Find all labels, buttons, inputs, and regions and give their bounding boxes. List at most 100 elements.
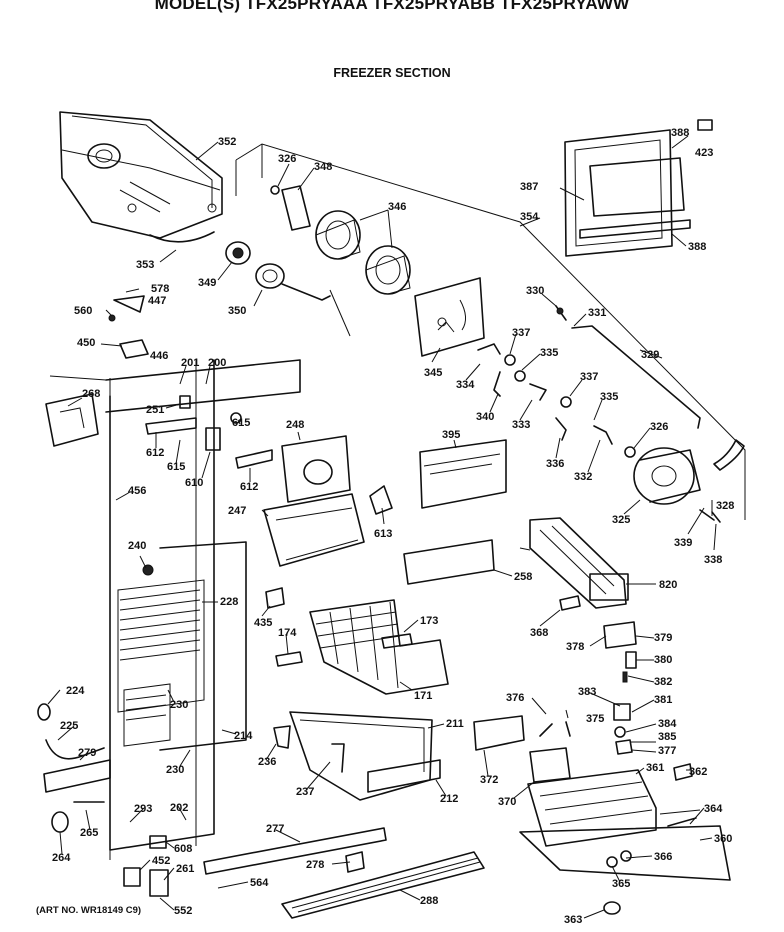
- ice-maker-part: [519, 517, 629, 609]
- electronic-board-part: [419, 439, 507, 509]
- callout-335: 335: [540, 347, 558, 359]
- small-bracket-parts: [113, 295, 149, 359]
- callout-608: 608: [174, 843, 192, 855]
- callout-277: 277: [266, 823, 284, 835]
- callout-348: 348: [314, 161, 332, 173]
- callout-340: 340: [476, 411, 494, 423]
- wire-basket-part: [309, 599, 449, 695]
- callout-395: 395: [442, 429, 460, 441]
- callout-423: 423: [695, 147, 713, 159]
- freezer-boundary-line: [235, 143, 746, 520]
- callout-212: 212: [440, 793, 458, 805]
- damper-parts: [603, 621, 637, 755]
- callout-388: 388: [688, 241, 706, 253]
- callout-336: 336: [546, 458, 564, 470]
- callout-338: 338: [704, 554, 722, 566]
- callout-278: 278: [306, 859, 324, 871]
- callout-376: 376: [506, 692, 524, 704]
- callout-337: 337: [512, 327, 530, 339]
- callout-452: 452: [152, 855, 170, 867]
- callout-337: 337: [580, 371, 598, 383]
- callout-378: 378: [566, 641, 584, 653]
- relay-part: [529, 747, 571, 783]
- callout-372: 372: [480, 774, 498, 786]
- callout-326: 326: [650, 421, 668, 433]
- auger-part: [281, 185, 311, 231]
- callout-174: 174: [278, 627, 297, 639]
- rod-part: [571, 325, 701, 429]
- callout-364: 364: [704, 803, 723, 815]
- bracket-part: [45, 393, 99, 447]
- callout-345: 345: [424, 367, 442, 379]
- callout-225: 225: [60, 720, 78, 732]
- ice-pan-part: [289, 711, 441, 801]
- callout-360: 360: [714, 833, 732, 845]
- callout-247: 247: [228, 505, 246, 517]
- dispenser-door-part: [564, 119, 713, 257]
- callout-248: 248: [286, 419, 304, 431]
- page-title: MODEL(S) TFX25PRYAAA TFX25PRYABB TFX25PR…: [154, 0, 630, 13]
- callout-237: 237: [296, 786, 314, 798]
- callout-353: 353: [136, 259, 154, 271]
- callout-564: 564: [250, 877, 269, 889]
- callout-368: 368: [530, 627, 548, 639]
- callout-236: 236: [258, 756, 276, 768]
- callout-447: 447: [148, 295, 166, 307]
- callout-211: 211: [446, 718, 464, 730]
- callout-380: 380: [654, 654, 672, 666]
- callout-268: 268: [82, 388, 100, 400]
- callout-224: 224: [66, 685, 85, 697]
- callout-615: 615: [167, 461, 185, 473]
- callout-613: 613: [374, 528, 392, 540]
- callout-346: 346: [388, 201, 406, 213]
- linkage-parts: [477, 343, 613, 445]
- callout-349: 349: [198, 277, 216, 289]
- misc-small-parts: [142, 395, 697, 915]
- callout-214: 214: [234, 730, 253, 742]
- callout-332: 332: [574, 471, 592, 483]
- callout-615: 615: [232, 417, 250, 429]
- callout-333: 333: [512, 419, 530, 431]
- callout-230: 230: [166, 764, 184, 776]
- callout-230: 230: [170, 699, 188, 711]
- cover-part: [473, 715, 525, 751]
- callout-171: 171: [414, 690, 432, 702]
- callout-379: 379: [654, 632, 672, 644]
- callout-326: 326: [278, 153, 296, 165]
- callout-820: 820: [659, 579, 677, 591]
- callout-265: 265: [80, 827, 98, 839]
- fan-ring-parts: [315, 210, 411, 337]
- motor-plate-part: [414, 277, 485, 357]
- callout-258: 258: [514, 571, 532, 583]
- fan-shroud-part: [263, 435, 393, 567]
- callout-375: 375: [586, 713, 604, 725]
- freezer-liner-part: [49, 359, 301, 860]
- callout-335: 335: [600, 391, 618, 403]
- callout-leaders: [47, 135, 717, 919]
- callout-388: 388: [671, 127, 689, 139]
- callout-377: 377: [658, 745, 676, 757]
- shelf-part: [403, 539, 495, 585]
- callout-370: 370: [498, 796, 516, 808]
- callout-288: 288: [420, 895, 438, 907]
- control-box-part: [519, 769, 731, 881]
- callout-228: 228: [220, 596, 238, 608]
- callout-382: 382: [654, 676, 672, 688]
- callout-202: 202: [170, 802, 188, 814]
- callout-264: 264: [52, 852, 71, 864]
- callout-446: 446: [150, 350, 168, 362]
- callout-365: 365: [612, 878, 630, 890]
- callout-200: 200: [208, 357, 226, 369]
- auger-motor-part: [624, 439, 745, 523]
- callout-293: 293: [134, 803, 152, 815]
- callout-330: 330: [526, 285, 544, 297]
- callout-279: 279: [78, 747, 96, 759]
- callout-560: 560: [74, 305, 92, 317]
- callout-456: 456: [128, 485, 146, 497]
- callout-552: 552: [174, 905, 192, 917]
- callout-350: 350: [228, 305, 246, 317]
- callout-354: 354: [520, 211, 539, 223]
- gear-parts: [225, 241, 331, 301]
- callout-352: 352: [218, 136, 236, 148]
